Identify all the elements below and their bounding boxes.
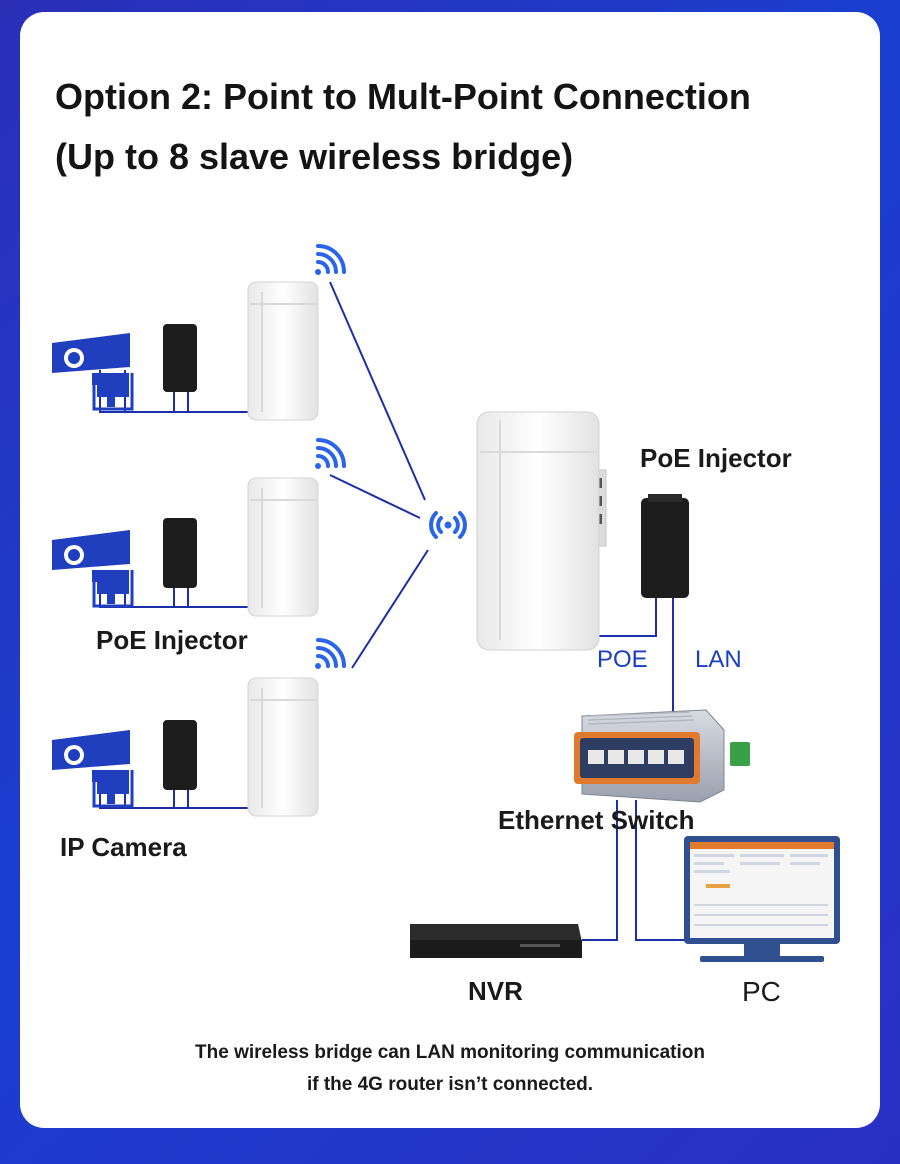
slave-bridge-2	[247, 477, 319, 617]
caption-line-1: The wireless bridge can LAN monitoring c…	[195, 1042, 705, 1063]
poe-injector-icon	[163, 324, 197, 790]
caption-line-2: if the 4G router isn’t connected.	[306, 1074, 594, 1095]
poe-injector-right-label: PoE Injector	[640, 443, 792, 473]
title-line-2: (Up to 8 slave wireless bridge)	[55, 136, 574, 177]
slave-bridge-1	[247, 281, 319, 421]
title-line-1: Option 2: Point to Mult-Point Connection	[55, 76, 751, 117]
pc-label: PC	[742, 976, 781, 1007]
ip-camera-icon	[52, 333, 134, 808]
poe-port-label: POE	[597, 646, 648, 673]
nvr-icon	[410, 924, 582, 958]
poe-injector-right-icon	[641, 494, 689, 598]
ethernet-switch-label: Ethernet Switch	[498, 805, 695, 835]
master-bridge	[476, 411, 607, 651]
slave-bridge-3	[247, 677, 319, 817]
ethernet-switch-icon	[574, 709, 750, 803]
pc-monitor-icon	[684, 836, 840, 962]
lan-port-label: LAN	[695, 646, 742, 673]
ip-camera-label: IP Camera	[60, 832, 187, 862]
wifi-icon	[315, 244, 467, 669]
nvr-label: NVR	[468, 976, 523, 1006]
poe-injector-left-label: PoE Injector	[96, 625, 248, 655]
